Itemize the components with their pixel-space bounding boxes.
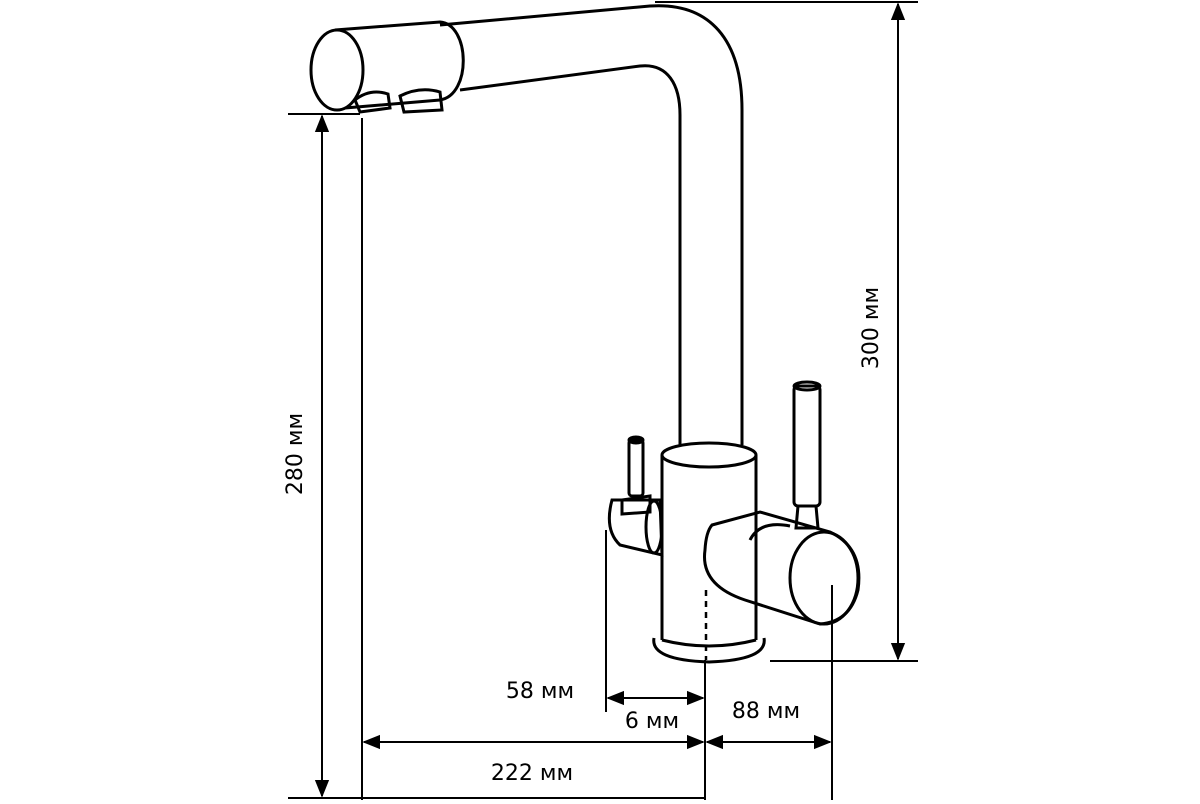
dimension-label-300: 300 мм [859, 287, 884, 369]
faucet-outline [309, 4, 861, 664]
dimension-label-280: 280 мм [283, 413, 308, 495]
dimension-lines [288, 1, 918, 800]
dimension-label-58: 58 мм [506, 679, 574, 704]
dimension-label-6: 6 мм [625, 709, 679, 734]
dimension-label-88: 88 мм [732, 699, 800, 724]
dimension-label-222: 222 мм [491, 761, 573, 786]
